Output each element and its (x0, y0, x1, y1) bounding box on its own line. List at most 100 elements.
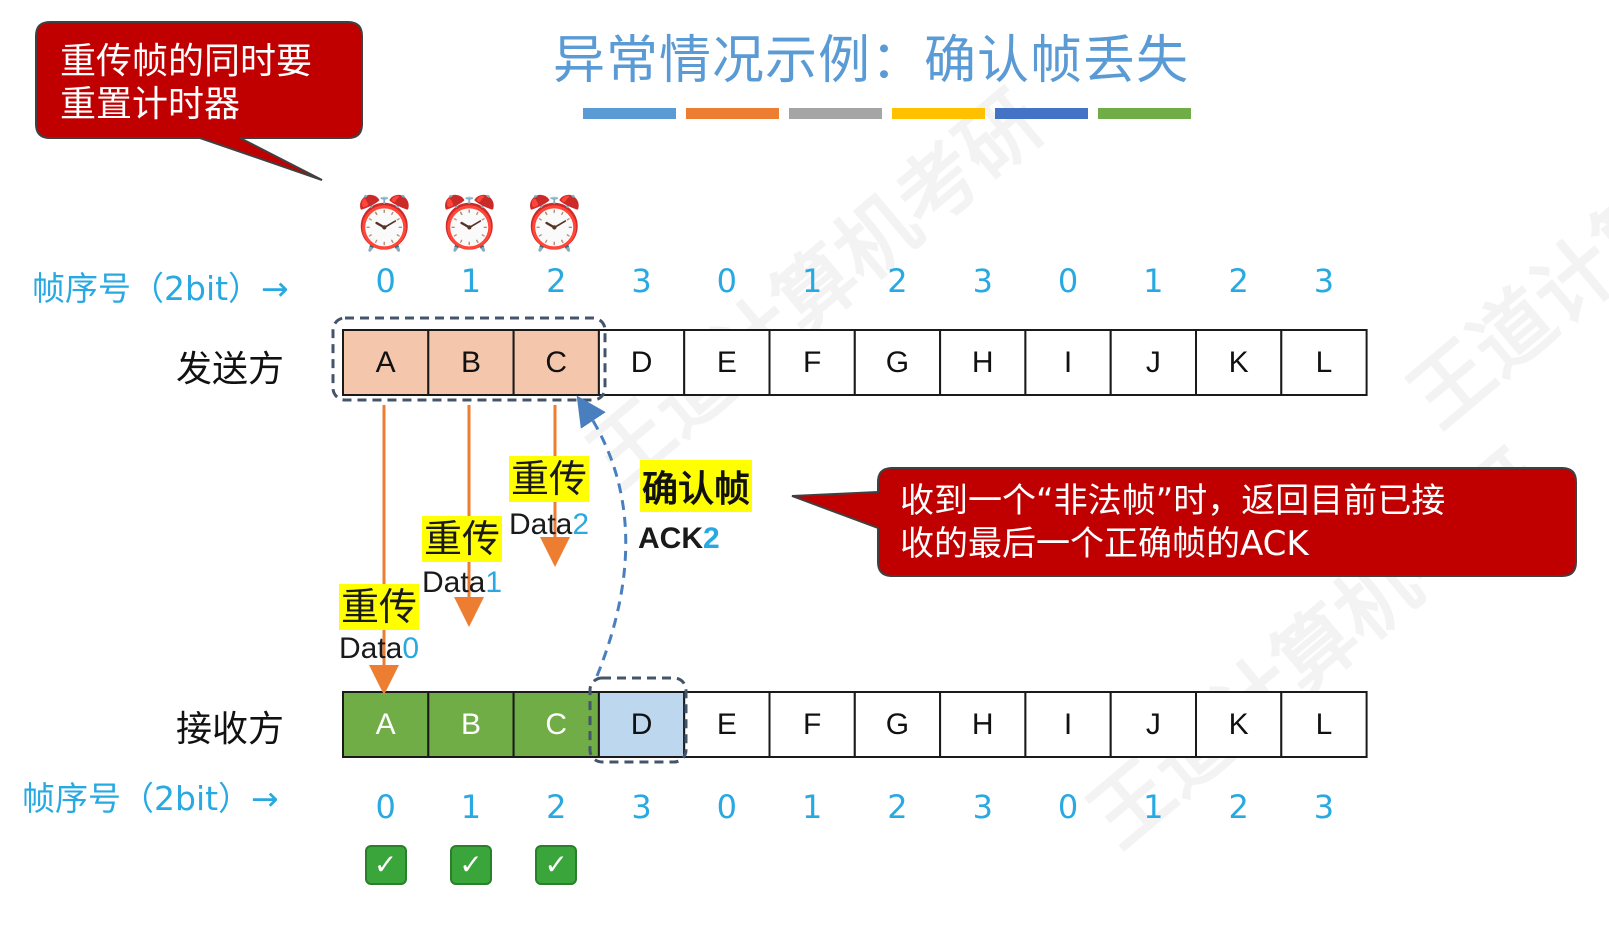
frame-cell (512, 329, 600, 396)
frame-label-e: E (716, 345, 737, 379)
frame-cell (1280, 691, 1368, 758)
sender-label: 发送方 (176, 349, 285, 390)
callout-illegal-frame-line1: 收到一个“非法帧”时，返回目前已接 (900, 481, 1446, 521)
frame-label-a: A (375, 345, 396, 379)
seq-number: 0 (375, 788, 396, 826)
frame-cell (768, 329, 856, 396)
frame-label-k: K (1228, 345, 1249, 379)
frame-cell (427, 329, 515, 396)
frame-label-b: B (460, 707, 481, 741)
callout-illegal-frame-text: 收到一个“非法帧”时，返回目前已接 收的最后一个正确帧的ACK (900, 480, 1445, 566)
seq-number: 2 (887, 788, 908, 826)
frame-label-j: J (1145, 345, 1161, 379)
frame-label-h: H (971, 345, 994, 379)
frame-label-b: B (460, 345, 481, 379)
underline-bar (1098, 108, 1191, 119)
frame-label-g: G (885, 707, 910, 741)
seq-number: 1 (801, 788, 823, 826)
frame-cell (342, 691, 430, 758)
check-mark-icon: ✓ (364, 845, 407, 885)
seq-number: 3 (972, 262, 993, 300)
seq-number: 1 (460, 262, 482, 300)
frame-cell (939, 329, 1027, 396)
seq-number: 1 (801, 262, 823, 300)
seq-label-bottom: 帧序号（2bit）→ (22, 779, 279, 818)
seq-number: 0 (716, 262, 738, 300)
sender-frame-row (342, 329, 1368, 396)
frame-label-f: F (802, 345, 822, 379)
seq-number: 1 (460, 788, 482, 826)
frame-label-i: I (1063, 345, 1073, 379)
seq-number: 0 (1057, 262, 1079, 300)
callout-timer-bubble (35, 21, 363, 181)
frame-cell (1195, 691, 1283, 758)
underline-bar (686, 108, 779, 119)
receiver-window (588, 676, 688, 764)
seq-number: 3 (631, 262, 652, 300)
seq-number: 3 (1313, 788, 1335, 826)
seq-number: 3 (1313, 262, 1335, 300)
frame-cell (683, 691, 771, 758)
ack2-arrow (576, 395, 628, 677)
seq-number: 2 (1228, 262, 1249, 300)
seq-number: 0 (716, 788, 738, 826)
ack-title: 确认帧 (640, 460, 753, 512)
data2-label: Data2 (509, 508, 590, 541)
frame-label-l: L (1315, 345, 1333, 379)
frame-cell (1024, 691, 1112, 758)
retransmit-label-2: 重传 (509, 456, 590, 502)
frame-label-c: C (545, 345, 568, 379)
frame-cell (853, 691, 942, 758)
sender-window (331, 316, 607, 402)
frame-cell (1280, 329, 1368, 396)
frame-label-h: H (971, 707, 994, 741)
alarm-clock-icon: ⏰ (352, 194, 417, 254)
callout-timer-text: 重传帧的同时要 重置计时器 (60, 40, 312, 126)
frame-cell (512, 691, 600, 758)
seq-number: 0 (1057, 788, 1079, 826)
seq-number: 2 (1228, 788, 1249, 826)
frame-cell (427, 691, 515, 758)
frame-label-k: K (1228, 707, 1249, 741)
data0-label: Data0 (339, 632, 420, 665)
seq-label-top: 帧序号（2bit）→ (32, 269, 289, 308)
seq-number: 3 (631, 788, 652, 826)
check-mark-icon: ✓ (449, 845, 492, 885)
frame-label-l: L (1315, 707, 1333, 741)
alarm-clock-icon: ⏰ (437, 194, 502, 254)
receiver-label: 接收方 (176, 709, 285, 750)
seq-number: 3 (972, 788, 993, 826)
underline-bar (789, 108, 882, 119)
data1-label: Data1 (422, 566, 503, 599)
seq-number: 2 (546, 262, 567, 300)
frame-cell (853, 329, 942, 396)
underline-bar (583, 108, 676, 119)
frame-cell (597, 691, 686, 758)
callout-illegal-frame-line2: 收的最后一个正确帧的ACK (900, 524, 1309, 564)
seq-number: 1 (1143, 262, 1164, 300)
callout-timer-line2: 重置计时器 (60, 84, 241, 125)
frame-label-g: G (885, 345, 910, 379)
seq-number: 2 (546, 788, 567, 826)
frame-label-f: F (802, 707, 822, 741)
frame-label-d: D (630, 707, 653, 741)
frame-cell (939, 691, 1027, 758)
title-underline (583, 108, 1191, 119)
frame-cell (768, 691, 856, 758)
frame-label-j: J (1145, 707, 1161, 741)
frame-cell (1109, 329, 1197, 396)
callout-timer-line1: 重传帧的同时要 (60, 41, 313, 82)
underline-bar (995, 108, 1088, 119)
alarm-clock-icon: ⏰ (522, 194, 587, 254)
seq-number: 0 (375, 262, 396, 300)
frame-label-i: I (1063, 707, 1073, 741)
receiver-frame-row (342, 691, 1368, 758)
frame-label-d: D (630, 345, 653, 379)
underline-bar (892, 108, 985, 119)
frame-label-e: E (716, 707, 737, 741)
frame-cell (683, 329, 771, 396)
check-mark-icon: ✓ (535, 845, 578, 885)
callout-illegal-frame-bubble (791, 467, 1577, 577)
